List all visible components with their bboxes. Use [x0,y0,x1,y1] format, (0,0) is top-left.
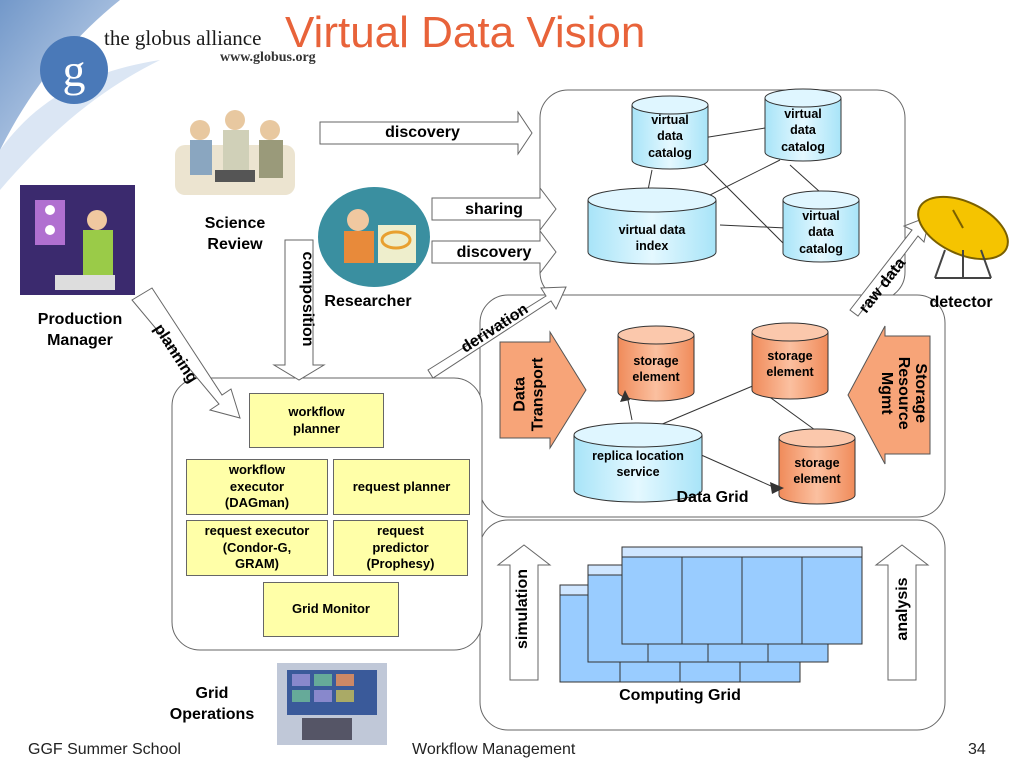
svg-text:g: g [63,45,86,96]
logo-url: www.globus.org [220,50,316,65]
request-predictor-box: request predictor (Prophesy) [333,520,468,576]
discovery-bottom-label: discovery [456,244,532,261]
workflow-planner-box: workflow planner [249,393,384,448]
storage-element-2: storage element [766,349,814,380]
request-planner-box: request planner [333,459,470,515]
data-transport-label: Data Transport [511,357,547,432]
detector-dish-icon [917,195,1009,279]
storage-resource-mgmt-label: Storage Resource Mgmt [878,356,930,430]
sharing-label: sharing [465,201,523,218]
grid-operations-label: Grid Operations [169,685,255,723]
virtual-data-catalog-1: virtual data catalog [648,113,692,160]
request-executor-box: request executor (Condor-G, GRAM) [186,520,328,576]
virtual-data-catalog-3: virtual data catalog [799,209,843,256]
production-manager-label: Production Manager [37,311,123,349]
logo-text: the globus alliance [104,26,262,50]
grid-operations-icon [277,663,387,745]
analysis-label: analysis [894,577,911,641]
page-number: 34 [968,741,986,758]
composition-label: composition [299,251,316,347]
computing-grid-title: Computing Grid [619,687,741,704]
footer-left: GGF Summer School [28,741,181,758]
detector-label: detector [929,294,993,311]
discovery-top-label: discovery [385,124,460,141]
science-review-label: Science Review [204,215,266,253]
slide-title: Virtual Data Vision [285,8,646,57]
workflow-executor-box: workflow executor (DAGman) [186,459,328,515]
storage-element-3: storage element [793,456,841,487]
simulation-label: simulation [514,569,531,650]
storage-element-1: storage element [632,354,680,385]
globus-logo-icon: g [40,36,108,104]
production-manager-icon [20,185,135,295]
virtual-data-index: virtual data index [618,223,686,254]
researcher-icon [318,187,430,287]
virtual-data-catalog-2: virtual data catalog [781,107,825,154]
researcher-label: Researcher [324,293,412,310]
data-grid-title: Data Grid [676,489,749,506]
replica-location-service: replica location service [592,449,684,480]
science-review-people-icon [175,110,295,195]
footer-center: Workflow Management [412,741,576,758]
grid-monitor-box: Grid Monitor [263,582,399,637]
